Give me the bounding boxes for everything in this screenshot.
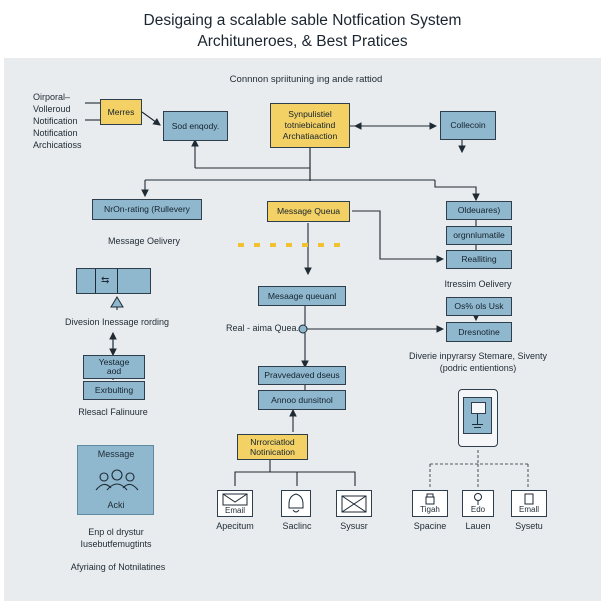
channel-label: Saclinc — [282, 521, 312, 531]
edo-channel-node[interactable]: Edo — [462, 490, 494, 517]
email-channel-label: Email — [224, 506, 246, 515]
email2-label: Emall — [518, 505, 540, 514]
channel-label: Spacine — [413, 521, 447, 531]
yestage-line: Yestage — [98, 357, 130, 367]
annoo-node[interactable]: Annoo dunsitnol — [258, 390, 346, 410]
page-title: Desigaing a scalable sable Notfication S… — [0, 10, 605, 52]
tigah-channel-node[interactable]: Tigah — [412, 490, 448, 517]
retries-failure-label: Rlesacl Falinuure — [78, 407, 148, 417]
prevaved-node[interactable]: Pravvedaved dseus — [258, 366, 346, 385]
users-group-icon — [95, 469, 139, 491]
diverse-label-1: Diverie inpyrarsy Stemare, Siventy — [408, 351, 548, 361]
normalized-line: Notinication — [250, 447, 295, 457]
email2-channel-node[interactable]: Emall — [511, 490, 547, 517]
diversion-routing-label: Divesion Inessage rording — [64, 317, 170, 327]
tigah-label: Tigah — [420, 505, 440, 514]
normalized-line: Nrrorciatlod — [250, 437, 295, 447]
synthesis-line: Archatiaaction — [282, 131, 338, 141]
left-list-item: Archicatioss — [33, 140, 82, 150]
os-usk-node[interactable]: Os% ols Usk — [446, 297, 512, 316]
pin-icon — [474, 493, 482, 505]
export-label-2: Iusebutfemugtints — [80, 539, 152, 549]
bell-icon — [288, 493, 304, 513]
left-list-item: Notification — [33, 116, 78, 126]
channel-label: Sysusr — [340, 521, 368, 531]
left-list-item: Notification — [33, 128, 78, 138]
channel-label: Sysetu — [515, 521, 543, 531]
message-delivery-label: Message Oelivery — [107, 236, 181, 246]
synthesis-line: Synpulistiel — [288, 109, 332, 119]
message-queue-node[interactable]: Mesaage queuanl — [258, 286, 346, 306]
ack-label: Acki — [107, 500, 125, 510]
message-panel-title: Message — [97, 449, 135, 459]
section-caption: Connnon spriituning ing ande rattiod — [229, 74, 383, 85]
channel-label: Apecitum — [216, 521, 254, 531]
message-panel[interactable]: Message Acki — [77, 445, 154, 515]
afyraining-label: Afyriaing of Notnilatines — [70, 562, 166, 572]
yestage-node[interactable]: Yestage aod — [83, 355, 145, 379]
push-channel-node[interactable] — [281, 490, 311, 517]
real-time-queue-label: Real - aima Quea. — [226, 323, 300, 333]
synthesis-line: totniebicatind — [284, 120, 336, 130]
exrbulting-node[interactable]: Exrbulting — [83, 381, 145, 400]
stream-delivery-label: Itressim Oelivery — [444, 279, 512, 289]
routing-node[interactable]: NrOn-rating (Rullevery — [92, 199, 202, 220]
normalized-node[interactable]: Nrrorciatlod Notinication — [237, 434, 308, 460]
sms-channel-node[interactable] — [336, 490, 372, 517]
odeuaes-node[interactable]: Oldeuares) — [446, 201, 512, 220]
synthesis-node[interactable]: Synpulistiel totniebicatind Archatiaacti… — [270, 103, 350, 148]
edo-label: Edo — [470, 505, 486, 514]
yestage-line: aod — [106, 366, 122, 376]
device-node[interactable]: ⇆ — [76, 268, 151, 294]
left-list-item: Oirporal– — [33, 92, 71, 102]
orgnnlumatile-node[interactable]: orgnnlumatile — [446, 226, 512, 245]
collection-node[interactable]: Collecoin — [440, 111, 496, 140]
monitor-icon: ⇆ — [95, 269, 118, 293]
document-icon — [524, 493, 534, 505]
send-endpoint-node[interactable]: Sod enqody. — [163, 111, 228, 141]
channel-label: Lauen — [465, 521, 491, 531]
title-line-1: Desigaing a scalable sable Notfication S… — [143, 12, 462, 29]
email-channel-node[interactable]: Email — [217, 490, 253, 517]
envelope-icon — [222, 493, 248, 506]
realiting-node[interactable]: Realliting — [446, 250, 512, 269]
envelope-open-icon — [341, 495, 367, 513]
title-line-2: Archituneroes, & Best Pratices — [197, 33, 408, 50]
export-label-1: Enp ol drystur — [88, 527, 144, 537]
diverse-label-2: (podric entientions) — [439, 363, 517, 373]
tablet-device-icon[interactable] — [458, 389, 498, 447]
metrics-node[interactable]: Merres — [100, 99, 142, 125]
lock-icon — [425, 493, 435, 505]
warning-triangle-icon — [110, 296, 124, 308]
message-queue-main-node[interactable]: Message Queua — [267, 201, 350, 222]
left-list-item: Volleroud — [33, 104, 71, 114]
dresnothe-node[interactable]: Dresnotine — [446, 322, 512, 342]
